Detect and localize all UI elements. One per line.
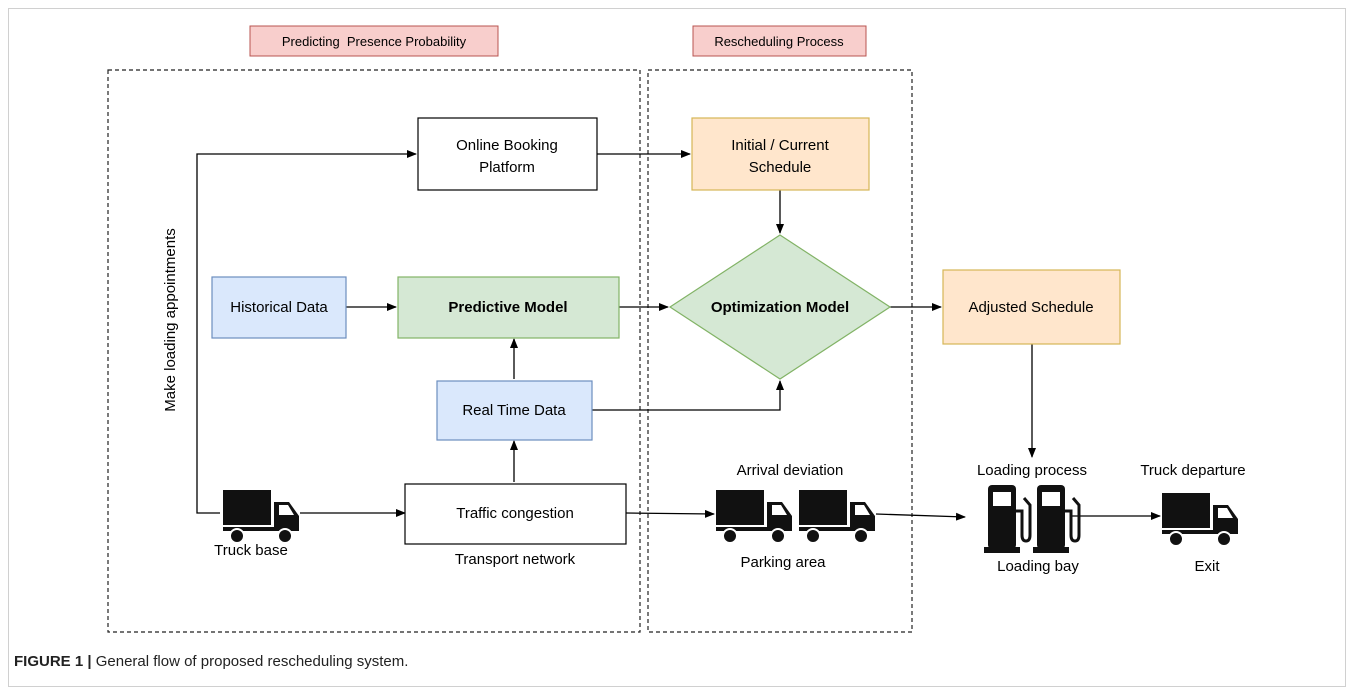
predicting-section-box <box>107 69 641 633</box>
historical-data-text: Historical Data <box>230 299 328 316</box>
side-label: Make loading appointments <box>162 228 179 411</box>
initial-schedule-line1: Initial / Current <box>731 137 829 154</box>
section-label-rescheduling: Rescheduling Process <box>692 25 867 57</box>
truck-departure-label: Truck departure <box>1140 462 1245 479</box>
optimization-model-text: Optimization Model <box>711 299 849 316</box>
traffic-congestion-text: Traffic congestion <box>456 505 574 522</box>
initial-schedule-line2: Schedule <box>749 159 812 176</box>
online-booking-node: Online Booking Platform <box>417 117 598 191</box>
predictive-model-node: Predictive Model <box>397 276 620 339</box>
real-time-data-node: Real Time Data <box>436 380 593 441</box>
truck-icon <box>798 489 876 544</box>
arrow-realtime-to-optimization <box>592 380 784 411</box>
section-label-rescheduling-text: Rescheduling Process <box>714 34 844 49</box>
figure-frame <box>8 8 1346 687</box>
caption-label: FIGURE 1 | <box>14 653 92 670</box>
parking-area-label: Parking area <box>740 554 826 571</box>
section-label-predicting-text: Predicting Presence Probability <box>282 34 467 49</box>
truck-base-label: Truck base <box>214 542 288 559</box>
arrow-traffic-to-parking <box>625 509 715 518</box>
traffic-congestion-node: Traffic congestion <box>404 483 627 545</box>
loading-process-label: Loading process <box>977 462 1087 479</box>
transport-network-label: Transport network <box>455 551 576 568</box>
truck-icon <box>1161 492 1239 547</box>
predictive-model-text: Predictive Model <box>448 299 567 316</box>
caption-text: General flow of proposed rescheduling sy… <box>91 653 409 670</box>
figure-caption: FIGURE 1 | General flow of proposed resc… <box>14 653 408 670</box>
online-booking-line2: Platform <box>479 159 535 176</box>
exit-label: Exit <box>1194 558 1220 575</box>
section-label-predicting: Predicting Presence Probability <box>249 25 499 57</box>
arrow-parking-to-loading <box>875 512 966 521</box>
loading-bay-label: Loading bay <box>997 558 1079 575</box>
fuel-pump-icon <box>982 483 1032 555</box>
arrival-deviation-label: Arrival deviation <box>737 462 844 479</box>
real-time-data-text: Real Time Data <box>462 402 566 419</box>
adjusted-schedule-node: Adjusted Schedule <box>942 269 1121 345</box>
optimization-model-node: Optimization Model <box>668 234 892 380</box>
truck-icon <box>222 489 300 544</box>
fuel-pump-icon <box>1031 483 1081 555</box>
historical-data-node: Historical Data <box>211 276 347 339</box>
arrow-truckbase-to-booking <box>196 150 417 514</box>
adjusted-schedule-text: Adjusted Schedule <box>968 299 1093 316</box>
truck-icon <box>715 489 793 544</box>
initial-schedule-node: Initial / Current Schedule <box>691 117 870 191</box>
online-booking-line1: Online Booking <box>456 137 558 154</box>
